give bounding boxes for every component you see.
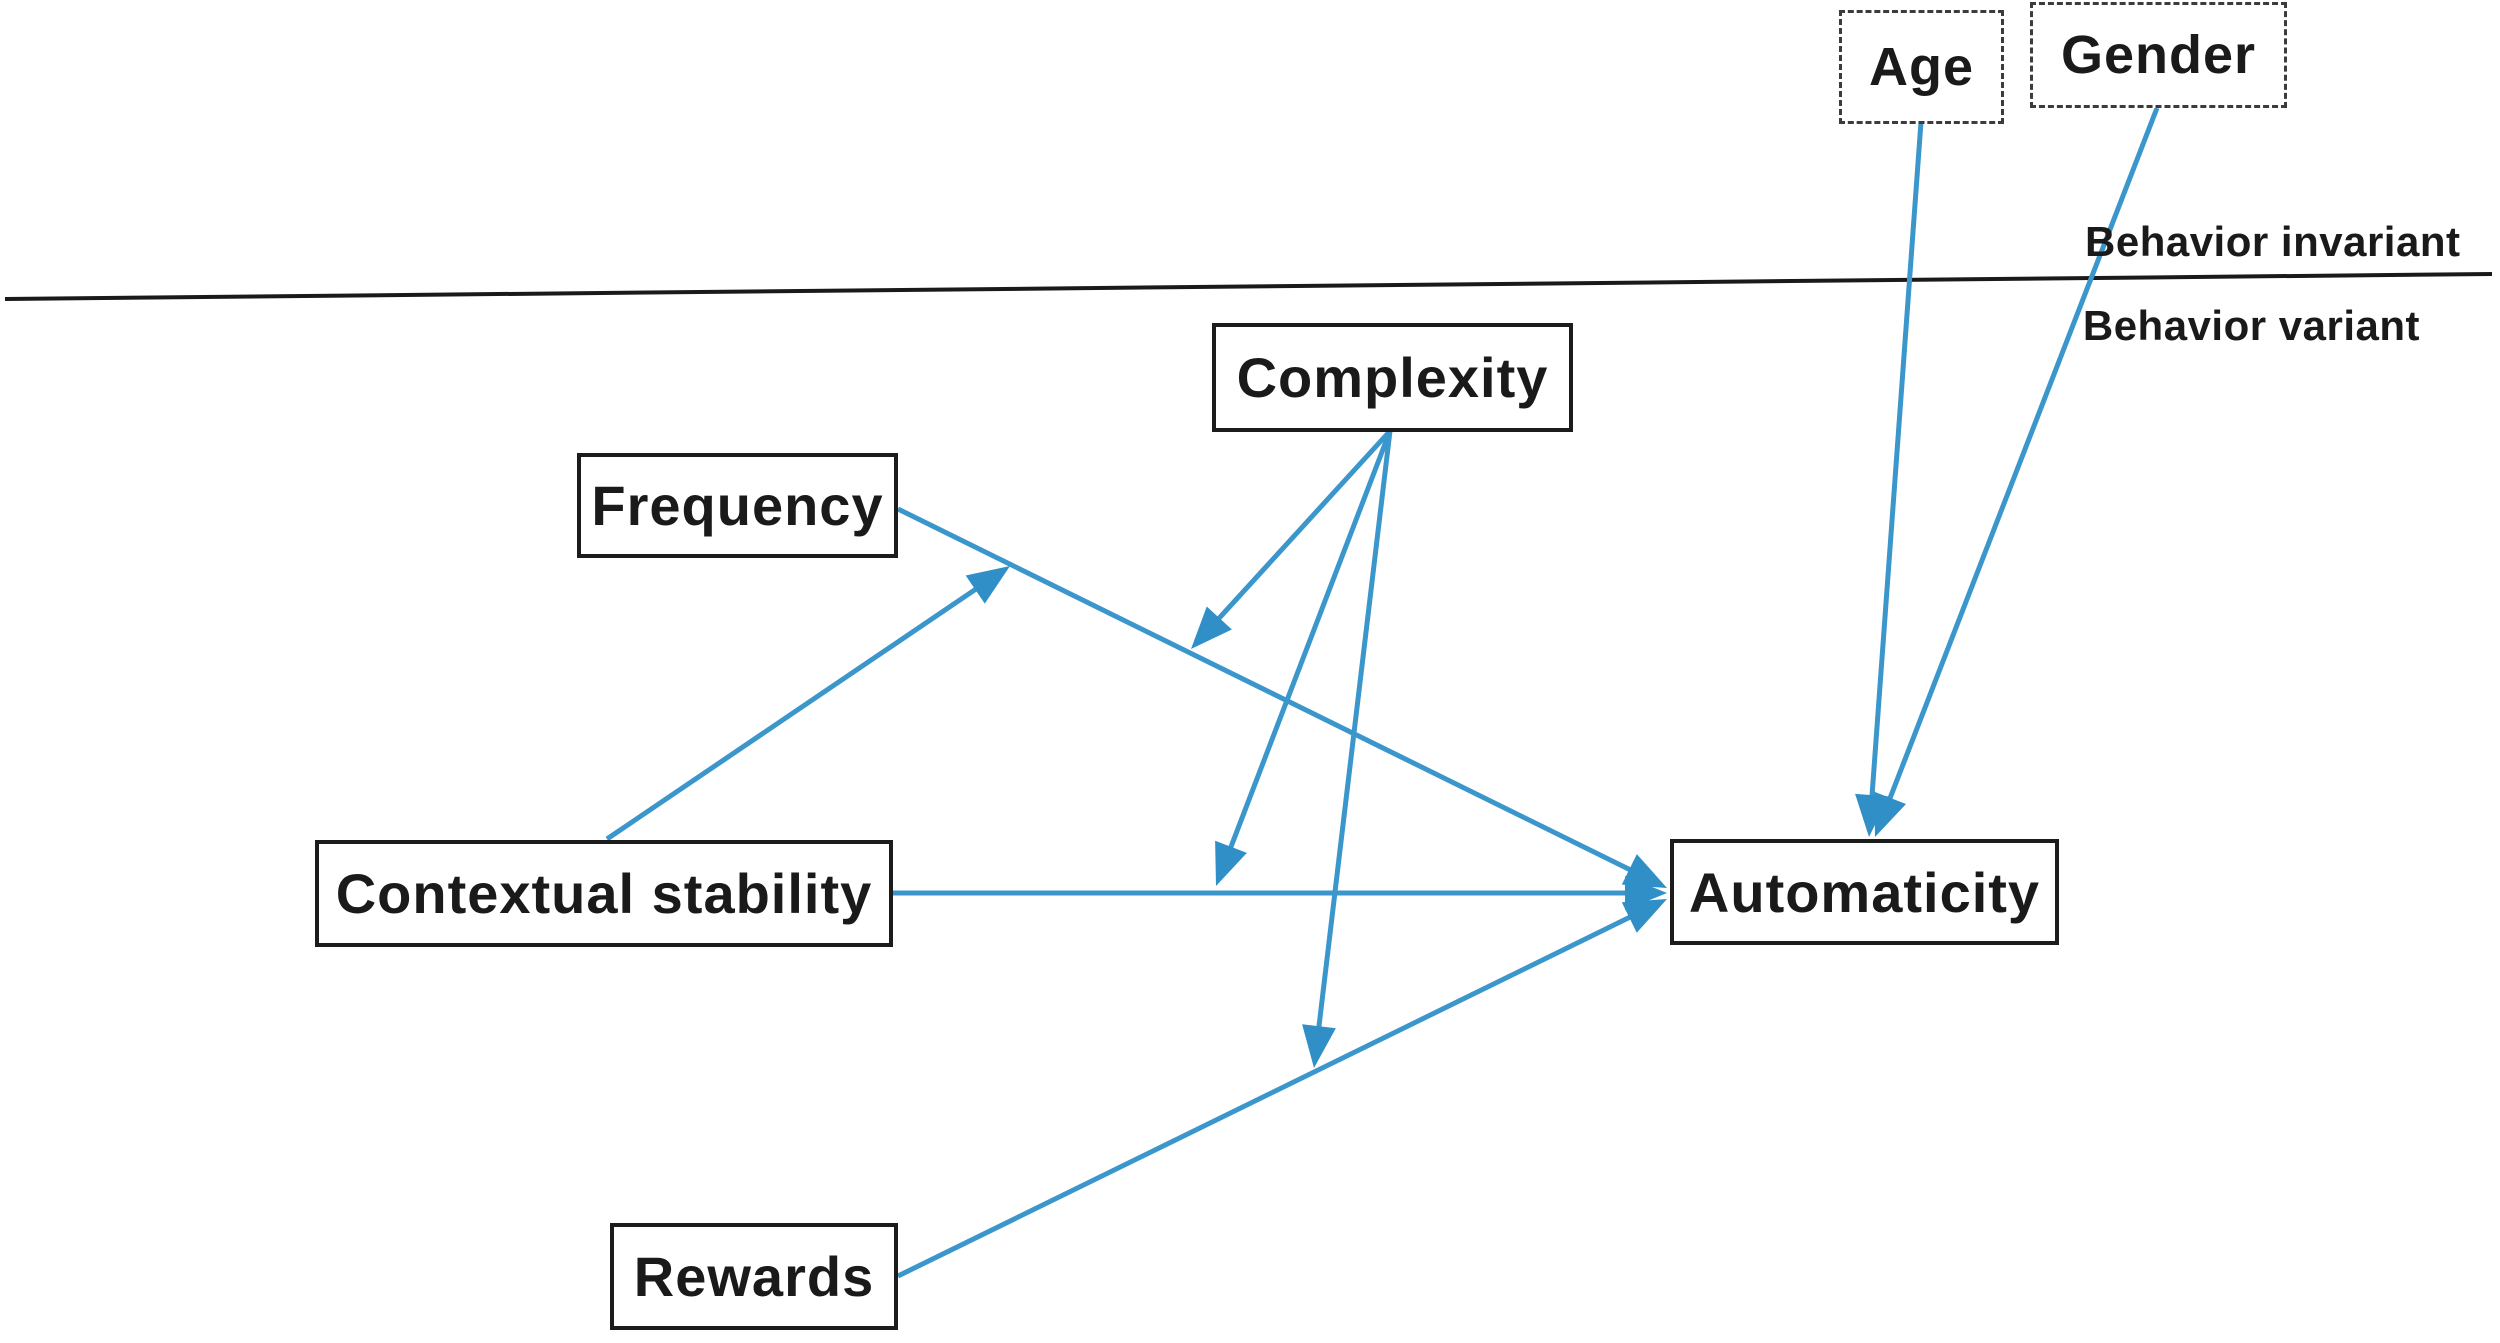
edge-gender-to-automaticity [1879,107,2160,822]
arrowhead-complexity-to-rewards-automaticity-path [1302,1024,1336,1068]
behavior-divider-line [4,272,2493,301]
node-complexity: Complexity [1212,323,1573,432]
node-label-frequency: Frequency [591,474,884,537]
node-label-age: Age [1868,37,1974,97]
behavior-invariant-label: Behavior invariant [2085,218,2461,265]
edge-complexity-to-contextual-stability-automaticity-path [1220,430,1393,871]
arrowhead-complexity-to-frequency-automaticity-path [1191,606,1232,649]
node-contextual-stability: Contextual stability [315,840,893,947]
node-frequency: Frequency [577,453,898,558]
arrowhead-contextual-stability-to-frequency-automaticity-path [965,566,1010,604]
node-label-rewards: Rewards [633,1245,875,1308]
node-label-gender: Gender [2060,25,2257,85]
node-label-automaticity: Automaticity [1688,860,2041,924]
edge-complexity-to-frequency-automaticity-path [1201,429,1392,638]
node-age: Age [1839,10,2004,124]
node-rewards: Rewards [610,1223,898,1330]
edge-rewards-to-automaticity [896,904,1652,1279]
node-label-contextual-stability: Contextual stability [335,862,873,925]
edge-age-to-automaticity [1867,121,1924,820]
edge-frequency-to-automaticity [896,506,1652,883]
edge-contextual-stability-to-frequency-automaticity-path [605,574,997,842]
arrowhead-rewards-to-automaticity [1621,899,1667,933]
arrowhead-complexity-to-contextual-stability-automaticity-path [1215,840,1247,886]
behavior-variant-label: Behavior variant [2082,302,2420,349]
arrowhead-gender-to-automaticity [1874,791,1907,837]
node-label-complexity: Complexity [1236,346,1549,409]
edge-complexity-to-rewards-automaticity-path [1313,430,1393,1051]
node-gender: Gender [2030,2,2287,108]
node-automaticity: Automaticity [1670,839,2059,945]
